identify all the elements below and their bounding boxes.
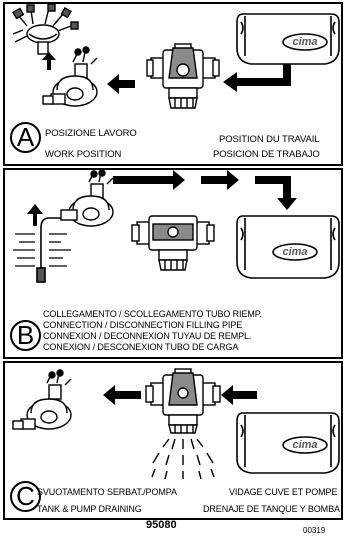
document-code: 95080 bbox=[146, 519, 177, 531]
caption-es: POSICION DE TRABAJO bbox=[213, 149, 320, 160]
brand-logo: cima bbox=[282, 246, 307, 258]
arrow-left-icon bbox=[103, 385, 141, 405]
filling-pipe-icon bbox=[36, 217, 61, 283]
reference-number: 00319 bbox=[303, 526, 326, 535]
panel-letter: B bbox=[10, 320, 41, 351]
caption-fr: VIDAGE CUVE ET POMPE bbox=[229, 487, 338, 497]
panel-c-draining: cima C SVUOTAMENTO SERBAT./POMPA TANK & … bbox=[3, 361, 343, 520]
caption-en: TANK & PUMP DRAINING bbox=[37, 504, 142, 514]
pump-filter-icon bbox=[42, 46, 98, 107]
panel-letter: A bbox=[10, 122, 41, 153]
caption-it: POSIZIONE LAVORO bbox=[45, 128, 137, 139]
tank-icon bbox=[236, 215, 340, 279]
caption-en: WORK POSITION bbox=[45, 149, 122, 160]
brand-logo: cima bbox=[292, 439, 317, 451]
water-surface bbox=[13, 233, 71, 267]
pump-filter-icon bbox=[12, 369, 72, 430]
panel-a-work-position: cima A POSIZIONE LAVORO WORK POSITION PO… bbox=[3, 2, 343, 166]
panel-a-illustration: cima bbox=[12, 4, 340, 109]
valve-icon bbox=[145, 368, 221, 434]
brand-logo: cima bbox=[292, 36, 317, 48]
caption-es: CONEXION / DESCONEXION TUBO DE CARGA bbox=[43, 342, 239, 352]
arrow-down-icon bbox=[255, 176, 297, 210]
pump-filter-icon bbox=[60, 170, 114, 227]
panel-b-illustration: cima bbox=[13, 170, 340, 283]
panel-b-connection: cima B COLLEGAMENTO / SCOLLEGAMENTO TUBO… bbox=[3, 168, 343, 359]
arrow-up-icon bbox=[27, 204, 43, 226]
caption-en: CONNECTION / DISCONNECTION FILLING PIPE bbox=[43, 320, 243, 330]
caption-fr: CONNEXION / DECONNEXION TUYAU DE REMPL. bbox=[43, 331, 252, 341]
spray-nozzles-icon bbox=[12, 4, 79, 55]
tank-icon bbox=[236, 13, 340, 65]
caption-es: DRENAJE DE TANQUE Y BOMBA bbox=[203, 504, 340, 514]
draining-spray-icon bbox=[151, 438, 215, 480]
caption-fr: POSITION DU TRAVAIL bbox=[219, 134, 320, 145]
tank-icon bbox=[236, 412, 340, 474]
caption-it: SVUOTAMENTO SERBAT./POMPA bbox=[37, 487, 177, 497]
valve-icon bbox=[131, 215, 215, 271]
panel-c-illustration: cima bbox=[12, 368, 340, 480]
arrow-left-icon bbox=[221, 385, 257, 405]
arrow-right-icon bbox=[113, 170, 185, 190]
arrow-right-icon bbox=[201, 170, 239, 190]
valve-icon bbox=[146, 43, 220, 109]
arrow-left-icon bbox=[107, 74, 135, 94]
arrow-tank-to-valve-icon bbox=[223, 60, 291, 92]
panel-letter: C bbox=[10, 481, 41, 512]
caption-it: COLLEGAMENTO / SCOLLEGAMENTO TUBO RIEMP. bbox=[43, 309, 262, 319]
